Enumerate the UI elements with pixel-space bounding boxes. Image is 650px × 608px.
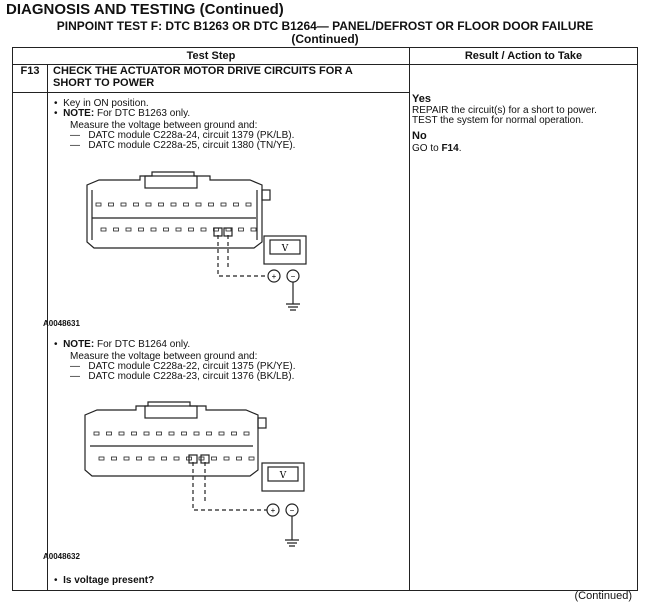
no-text-end: . bbox=[458, 143, 462, 154]
bullet-note1: • NOTE: For DTC B1263 only. bbox=[54, 108, 190, 119]
result-no-text: GO to F14. bbox=[412, 143, 637, 154]
note-text: For DTC B1263 only. bbox=[94, 108, 191, 119]
measure-item-2: — DATC module C228a-25, circuit 1380 (TN… bbox=[70, 140, 295, 151]
step-text: Key in ON position. bbox=[63, 98, 149, 109]
col-header-result: Result / Action to Take bbox=[464, 50, 583, 62]
measure-item-3: — DATC module C228a-22, circuit 1375 (PK… bbox=[70, 361, 295, 372]
item-text: DATC module C228a-24, circuit 1379 (PK/L… bbox=[88, 130, 295, 141]
step-title: CHECK THE ACTUATOR MOTOR DRIVE CIRCUITS … bbox=[53, 65, 403, 89]
result-yes-line2: TEST the system for normal operation. bbox=[412, 115, 584, 126]
step-id: F13 bbox=[13, 64, 48, 92]
dash-mark: — bbox=[70, 371, 80, 382]
step-title-line: CHECK THE ACTUATOR MOTOR DRIVE CIRCUITS … bbox=[53, 65, 353, 77]
test-title-continued: (Continued) bbox=[291, 32, 359, 46]
result-no-label: No bbox=[412, 130, 427, 142]
col-header-test-step: Test Step bbox=[186, 50, 236, 62]
page-title: DIAGNOSIS AND TESTING (Continued) bbox=[6, 1, 284, 18]
bullet-key-on: • Key in ON position. bbox=[54, 98, 149, 109]
item-text: DATC module C228a-25, circuit 1380 (TN/Y… bbox=[88, 140, 296, 151]
dash-mark: — bbox=[70, 130, 80, 141]
test-table: Test Step Result / Action to Take F13 CH… bbox=[12, 47, 638, 591]
measure-text-1: Measure the voltage between ground and: bbox=[70, 120, 258, 131]
bullet-note2: • NOTE: For DTC B1264 only. bbox=[54, 339, 190, 350]
bullet-mark: • bbox=[54, 98, 58, 109]
bullet-mark: • bbox=[54, 575, 58, 586]
measure-item-4: — DATC module C228a-23, circuit 1376 (BK… bbox=[70, 371, 294, 382]
column-divider bbox=[409, 48, 410, 590]
pinpoint-test-title: PINPOINT TEST F: DTC B1263 OR DTC B1264—… bbox=[0, 20, 650, 46]
goto-target: F14 bbox=[441, 143, 459, 154]
figure-label-2: A0048632 bbox=[43, 552, 80, 561]
item-text: DATC module C228a-22, circuit 1375 (PK/Y… bbox=[88, 361, 296, 372]
table-header-row: Test Step Result / Action to Take bbox=[13, 48, 637, 65]
dash-mark: — bbox=[70, 140, 80, 151]
step-title-row: F13 CHECK THE ACTUATOR MOTOR DRIVE CIRCU… bbox=[13, 64, 409, 93]
note-text: For DTC B1264 only. bbox=[94, 339, 191, 350]
bullet-mark: • bbox=[54, 339, 58, 350]
note-label: NOTE: bbox=[63, 339, 95, 350]
dash-mark: — bbox=[70, 361, 80, 372]
bullet-mark: • bbox=[54, 108, 58, 119]
continued-footer: (Continued) bbox=[574, 590, 632, 602]
note-label: NOTE: bbox=[63, 108, 95, 119]
step-id-column bbox=[13, 93, 48, 590]
step-title-line: SHORT TO POWER bbox=[53, 77, 155, 89]
question-text: Is voltage present? bbox=[63, 575, 155, 586]
result-yes-label: Yes bbox=[412, 93, 431, 105]
figure-label-1: A0048631 bbox=[43, 319, 80, 328]
measure-item-1: — DATC module C228a-24, circuit 1379 (PK… bbox=[70, 130, 294, 141]
result-yes-line1: REPAIR the circuit(s) for a short to pow… bbox=[412, 105, 597, 116]
no-text: GO to bbox=[412, 143, 442, 154]
test-title-line: PINPOINT TEST F: DTC B1263 OR DTC B1264—… bbox=[56, 19, 594, 33]
item-text: DATC module C228a-23, circuit 1376 (BK/L… bbox=[88, 371, 295, 382]
bullet-question: • Is voltage present? bbox=[54, 575, 154, 586]
measure-text-2: Measure the voltage between ground and: bbox=[70, 351, 258, 362]
